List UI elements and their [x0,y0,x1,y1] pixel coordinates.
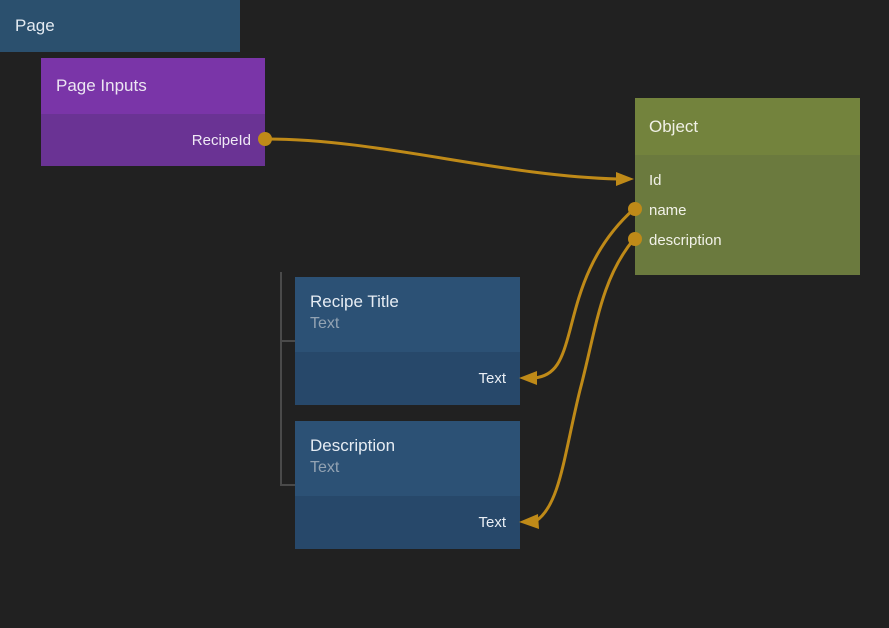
node-page-inputs[interactable]: Page Inputs RecipeId [41,58,265,166]
edge-recipeid-to-id [265,137,619,181]
tree-line-vertical [280,272,282,486]
card-recipe-title-label: Recipe Title [310,292,399,311]
object-field-description[interactable]: description [635,225,860,255]
card-description-value-row[interactable]: Text [295,496,520,549]
card-description[interactable]: Description Text Text [295,421,520,549]
card-description-head: Description Text [295,421,520,496]
object-field-id[interactable]: Id [635,165,860,195]
edge-name-to-recipe-title [533,207,635,380]
edge-description-to-description [535,238,636,523]
object-field-label-name: name [649,201,687,219]
node-object-title: Object [635,98,860,155]
node-object-body: Id name description [635,155,860,275]
tree-line-stub-description [280,484,295,486]
arrow-head-description-text [519,514,539,529]
node-page-inputs-body: RecipeId [41,114,265,166]
card-description-value: Text [478,514,506,531]
tree-line-stub-recipe-title [280,340,295,342]
arrow-head-id [616,172,634,186]
object-field-label-id: Id [649,171,662,189]
card-recipe-title-subtitle: Text [310,315,340,332]
card-recipe-title-value: Text [478,370,506,387]
node-object[interactable]: Object Id name description [635,98,860,275]
arrow-head-recipe-title-text [519,371,537,385]
card-description-subtitle: Text [310,459,340,476]
output-row-recipeid[interactable]: RecipeId [41,114,265,166]
output-label-recipeid: RecipeId [191,131,251,149]
node-page-title: Page [15,16,55,35]
object-field-name[interactable]: name [635,195,860,225]
card-recipe-title-value-row[interactable]: Text [295,352,520,405]
card-description-label: Description [310,436,396,455]
card-recipe-title[interactable]: Recipe Title Text Text [295,277,520,405]
object-field-label-description: description [649,231,722,249]
card-recipe-title-head: Recipe Title Text [295,277,520,352]
node-page[interactable]: Page [0,0,240,52]
node-page-inputs-title: Page Inputs [41,58,265,114]
